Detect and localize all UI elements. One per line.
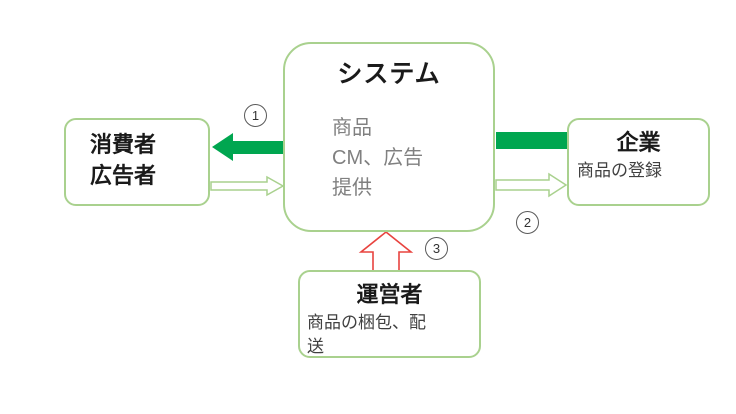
consumer-advertiser-box: 消費者 広告者: [64, 118, 210, 206]
consumer-label: 消費者: [90, 132, 157, 157]
operator-box-title: 運営者: [356, 282, 423, 307]
arrow-company-to-system: [496, 132, 567, 149]
company-box: 企業 商品の登録: [567, 118, 710, 206]
arrow-operator-to-system: [358, 230, 414, 272]
system-box-body: 商品 CM、広告 提供: [285, 113, 493, 203]
step-3-badge: 3: [425, 237, 448, 260]
operator-box: 運営者 商品の梱包、配送: [298, 270, 481, 358]
system-box-line: 提供: [332, 177, 372, 199]
arrow-system-to-company: [495, 172, 568, 198]
company-box-title: 企業: [616, 130, 661, 155]
step-1-number: 1: [251, 108, 260, 123]
company-box-subtitle: 商品の登録: [577, 161, 662, 180]
system-box: システム 商品 CM、広告 提供: [283, 42, 495, 232]
system-box-line: CM、広告: [332, 147, 424, 169]
system-box-line: 商品: [332, 117, 372, 139]
step-2-number: 2: [523, 215, 532, 230]
arrow-consumer-to-system: [210, 175, 285, 197]
operator-box-subtitle: 商品の梱包、配送: [307, 313, 426, 356]
advertiser-label: 広告者: [90, 163, 157, 188]
step-2-badge: 2: [516, 211, 539, 234]
step-1-badge: 1: [244, 104, 267, 127]
consumer-advertiser-labels: 消費者 広告者: [66, 120, 208, 191]
step-3-number: 3: [432, 241, 441, 256]
system-box-title: システム: [337, 60, 441, 88]
arrow-system-to-consumer: [212, 133, 284, 161]
